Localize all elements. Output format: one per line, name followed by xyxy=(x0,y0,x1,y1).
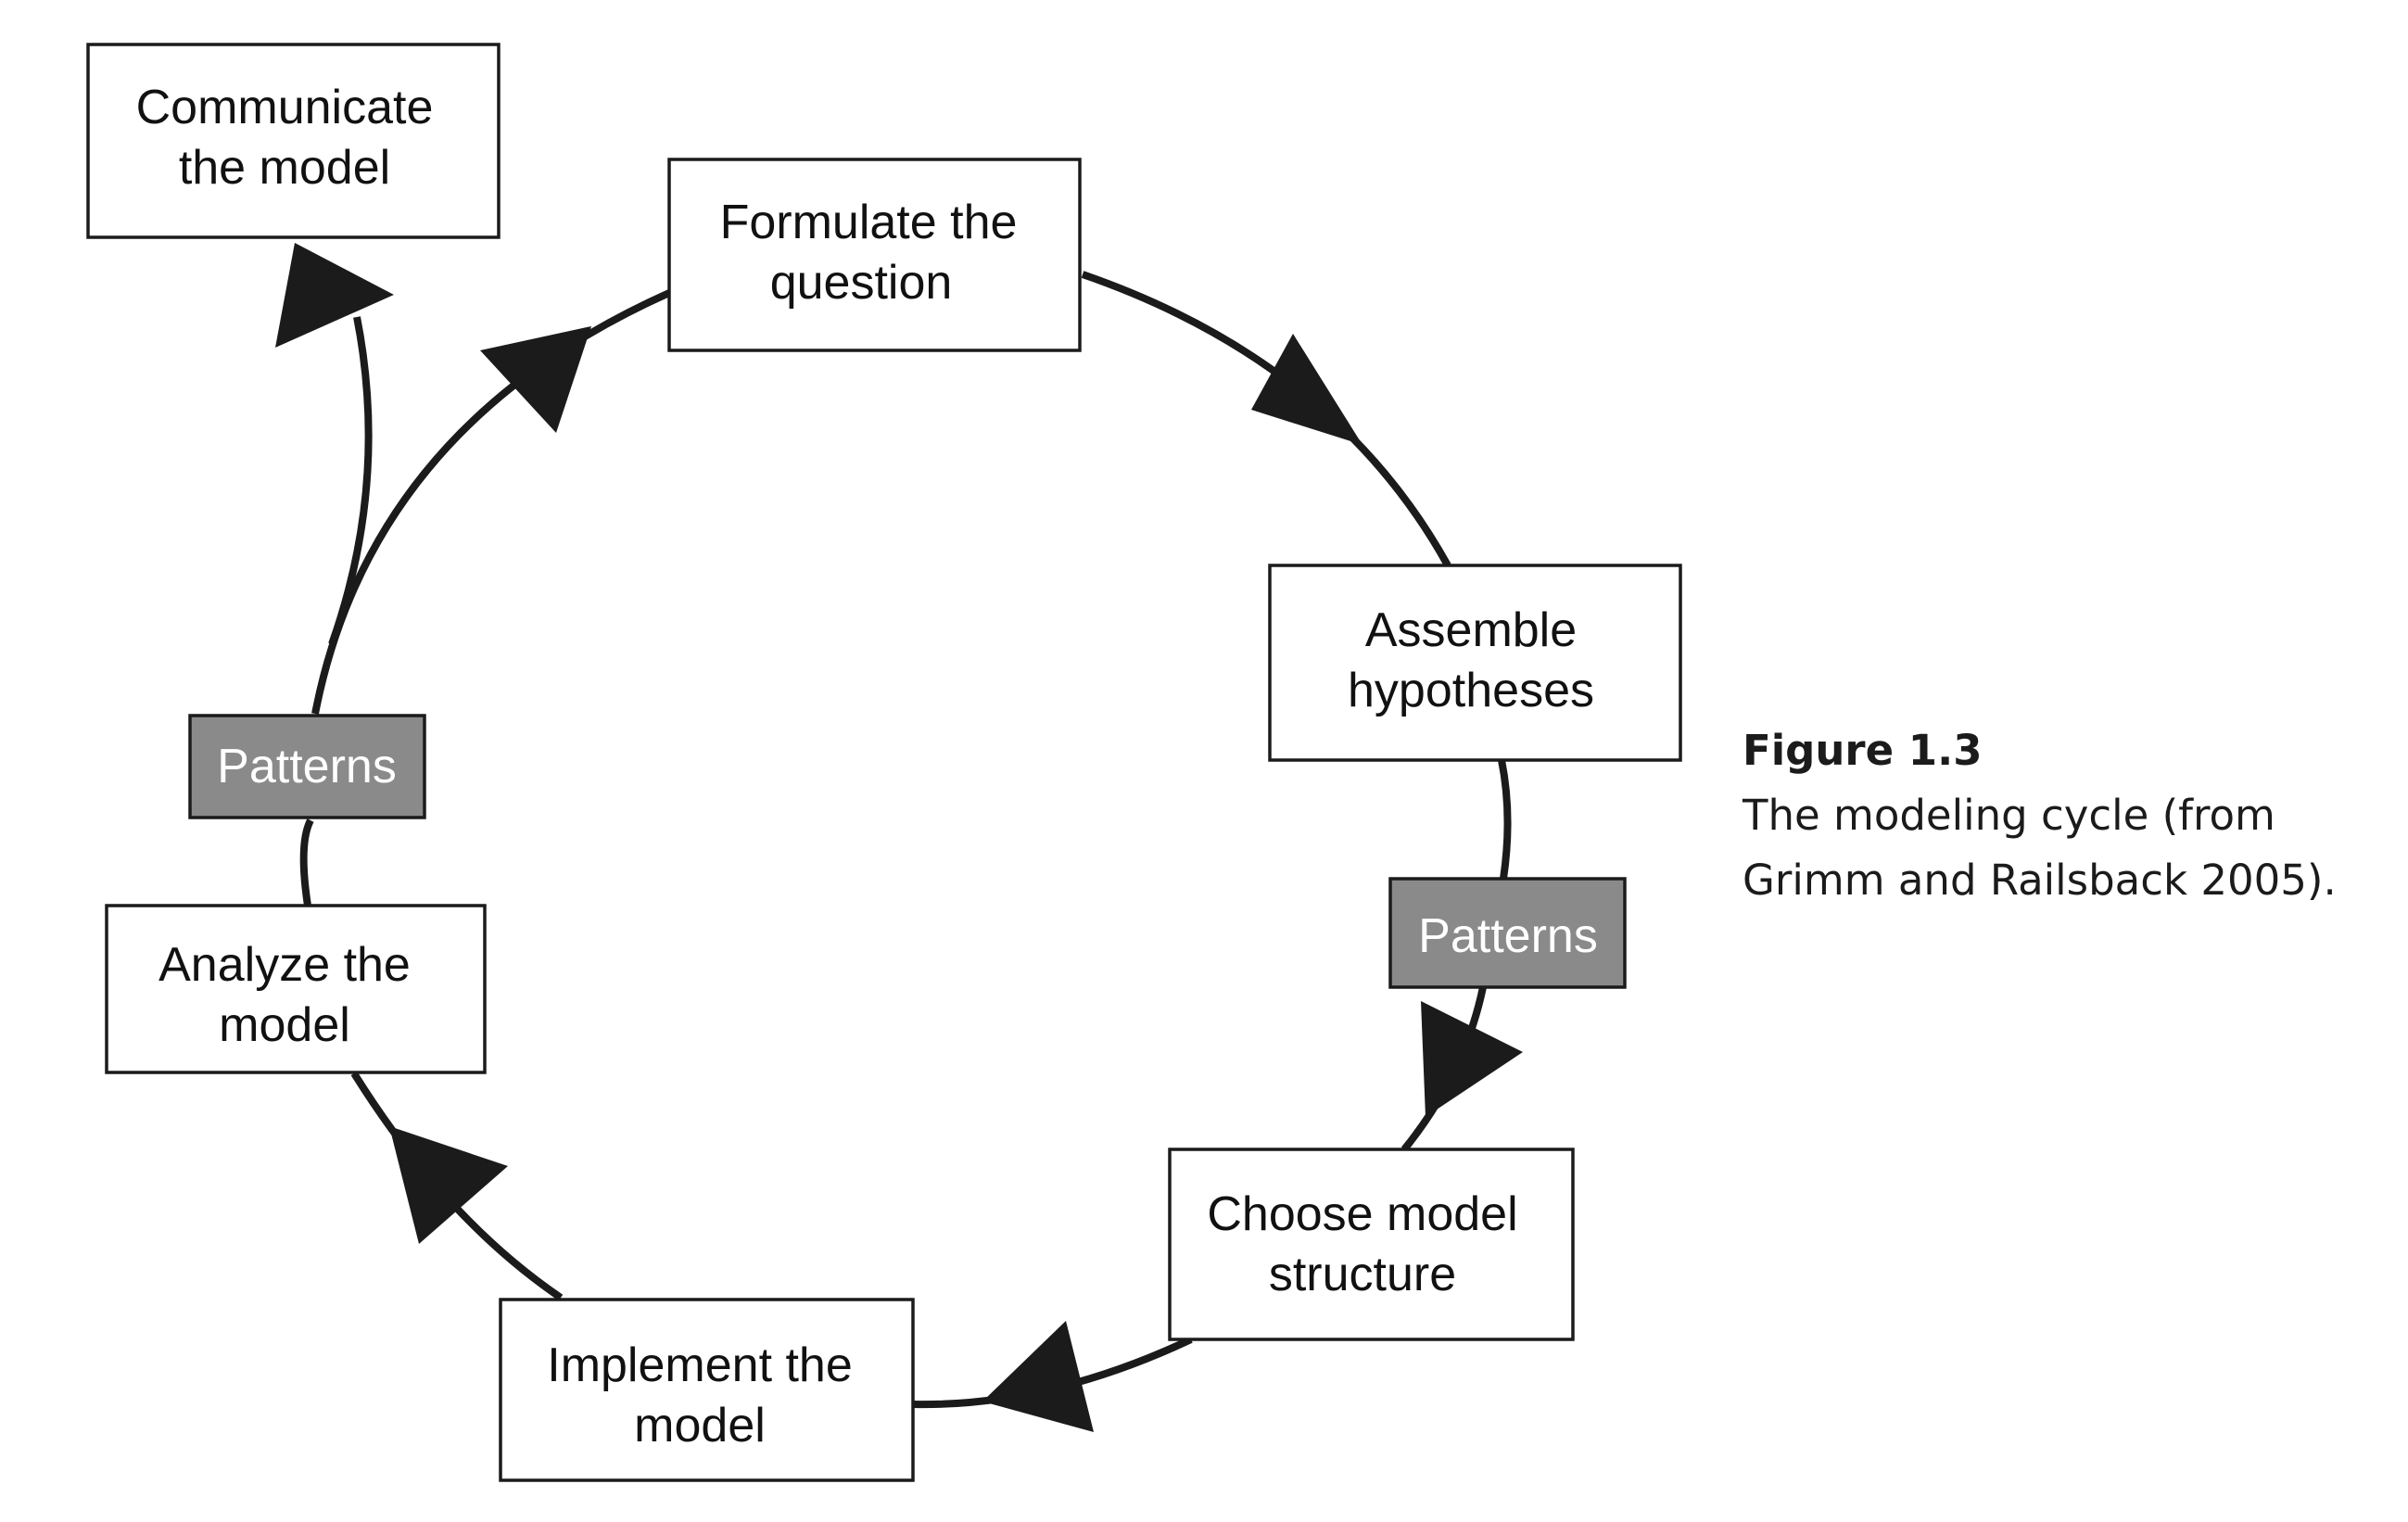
figure-number: Figure 1.3 xyxy=(1743,726,1983,775)
box-communicate-line-1: Communicate xyxy=(136,81,434,134)
box-formulate-line-1: Formulate the xyxy=(720,196,1018,249)
arrowhead-toward-implement xyxy=(982,1321,1094,1432)
box-choose: Choose model structure xyxy=(1168,1148,1575,1341)
box-analyze: Analyze the model xyxy=(105,904,487,1074)
box-communicate-line-2: the model xyxy=(179,141,390,195)
edge-formulate-to-assemble xyxy=(1081,271,1451,567)
box-choose-line-2: structure xyxy=(1269,1248,1456,1301)
box-formulate-line-2: question xyxy=(770,256,953,310)
edge-assemble-to-patterns xyxy=(1498,759,1512,880)
box-communicate: Communicate the model xyxy=(86,43,501,239)
arrowhead-toward-formulate xyxy=(480,326,591,433)
arrowhead-toward-assemble xyxy=(1251,334,1362,445)
patterns-left-label: Patterns xyxy=(217,740,397,793)
arrowhead-toward-choose xyxy=(1421,1001,1523,1117)
box-assemble-line-2: hypotheses xyxy=(1348,664,1594,717)
box-implement-line-2: model xyxy=(634,1399,766,1452)
edge-to-communicate xyxy=(328,316,373,646)
caption-line-2: Grimm and Railsback 2005). xyxy=(1743,856,2337,905)
patterns-right-label: Patterns xyxy=(1418,909,1598,963)
box-choose-line-1: Choose model xyxy=(1207,1187,1517,1241)
box-implement-line-1: Implement the xyxy=(547,1338,853,1392)
patterns-box-right: Patterns xyxy=(1388,877,1627,989)
arrowhead-toward-analyze xyxy=(389,1126,508,1244)
box-analyze-line-2: model xyxy=(219,998,350,1052)
box-assemble-line-1: Assemble xyxy=(1365,603,1577,657)
box-assemble: Assemble hypotheses xyxy=(1268,564,1682,762)
box-formulate: Formulate the question xyxy=(667,158,1082,352)
edge-analyze-to-patterns xyxy=(299,818,314,907)
box-implement: Implement the model xyxy=(499,1298,915,1482)
arrowhead-toward-communicate xyxy=(275,243,394,348)
box-analyze-line-1: Analyze the xyxy=(158,938,411,992)
patterns-box-left: Patterns xyxy=(188,714,426,819)
caption-line-1: The modeling cycle (from xyxy=(1743,791,2275,840)
figure-caption: Figure 1.3 The modeling cycle (from Grim… xyxy=(1743,718,2337,913)
